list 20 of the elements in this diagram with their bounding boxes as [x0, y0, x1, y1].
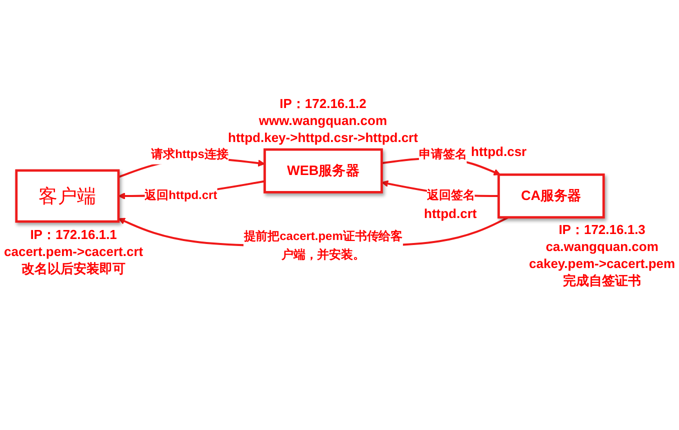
- node-box: [264, 148, 383, 194]
- node-caption: www.wangquan.com: [258, 112, 388, 129]
- node-caption: cakey.pem->cacert.pem: [529, 255, 676, 272]
- node-caption: ca.wangquan.com: [544, 238, 660, 255]
- node-caption: 改名以后安装即可: [20, 260, 127, 277]
- node-caption: httpd.key->httpd.csr->httpd.crt: [228, 129, 418, 146]
- annotation-text: httpd.csr: [471, 144, 527, 160]
- edge-label: 返回签名: [426, 188, 475, 202]
- edge-label: 请求https连接: [151, 148, 228, 162]
- edge-label: 返回httpd.crt: [144, 188, 218, 202]
- node-caption: IP：172.16.1.2: [278, 95, 368, 112]
- node-box: [15, 169, 120, 223]
- edge-label: 提前把cacert.pem证书传给客户端，并安装。: [244, 230, 403, 262]
- node-box: [497, 173, 605, 219]
- node-caption: cacert.pem->cacert.crt: [4, 243, 144, 260]
- annotation-text: httpd.crt: [424, 206, 477, 222]
- node-caption: IP：172.16.1.1: [29, 226, 118, 243]
- node-caption: 完成自签证书: [562, 272, 642, 289]
- edge-label: 申请签名: [418, 148, 467, 162]
- node-caption: IP：172.16.1.3: [558, 221, 646, 238]
